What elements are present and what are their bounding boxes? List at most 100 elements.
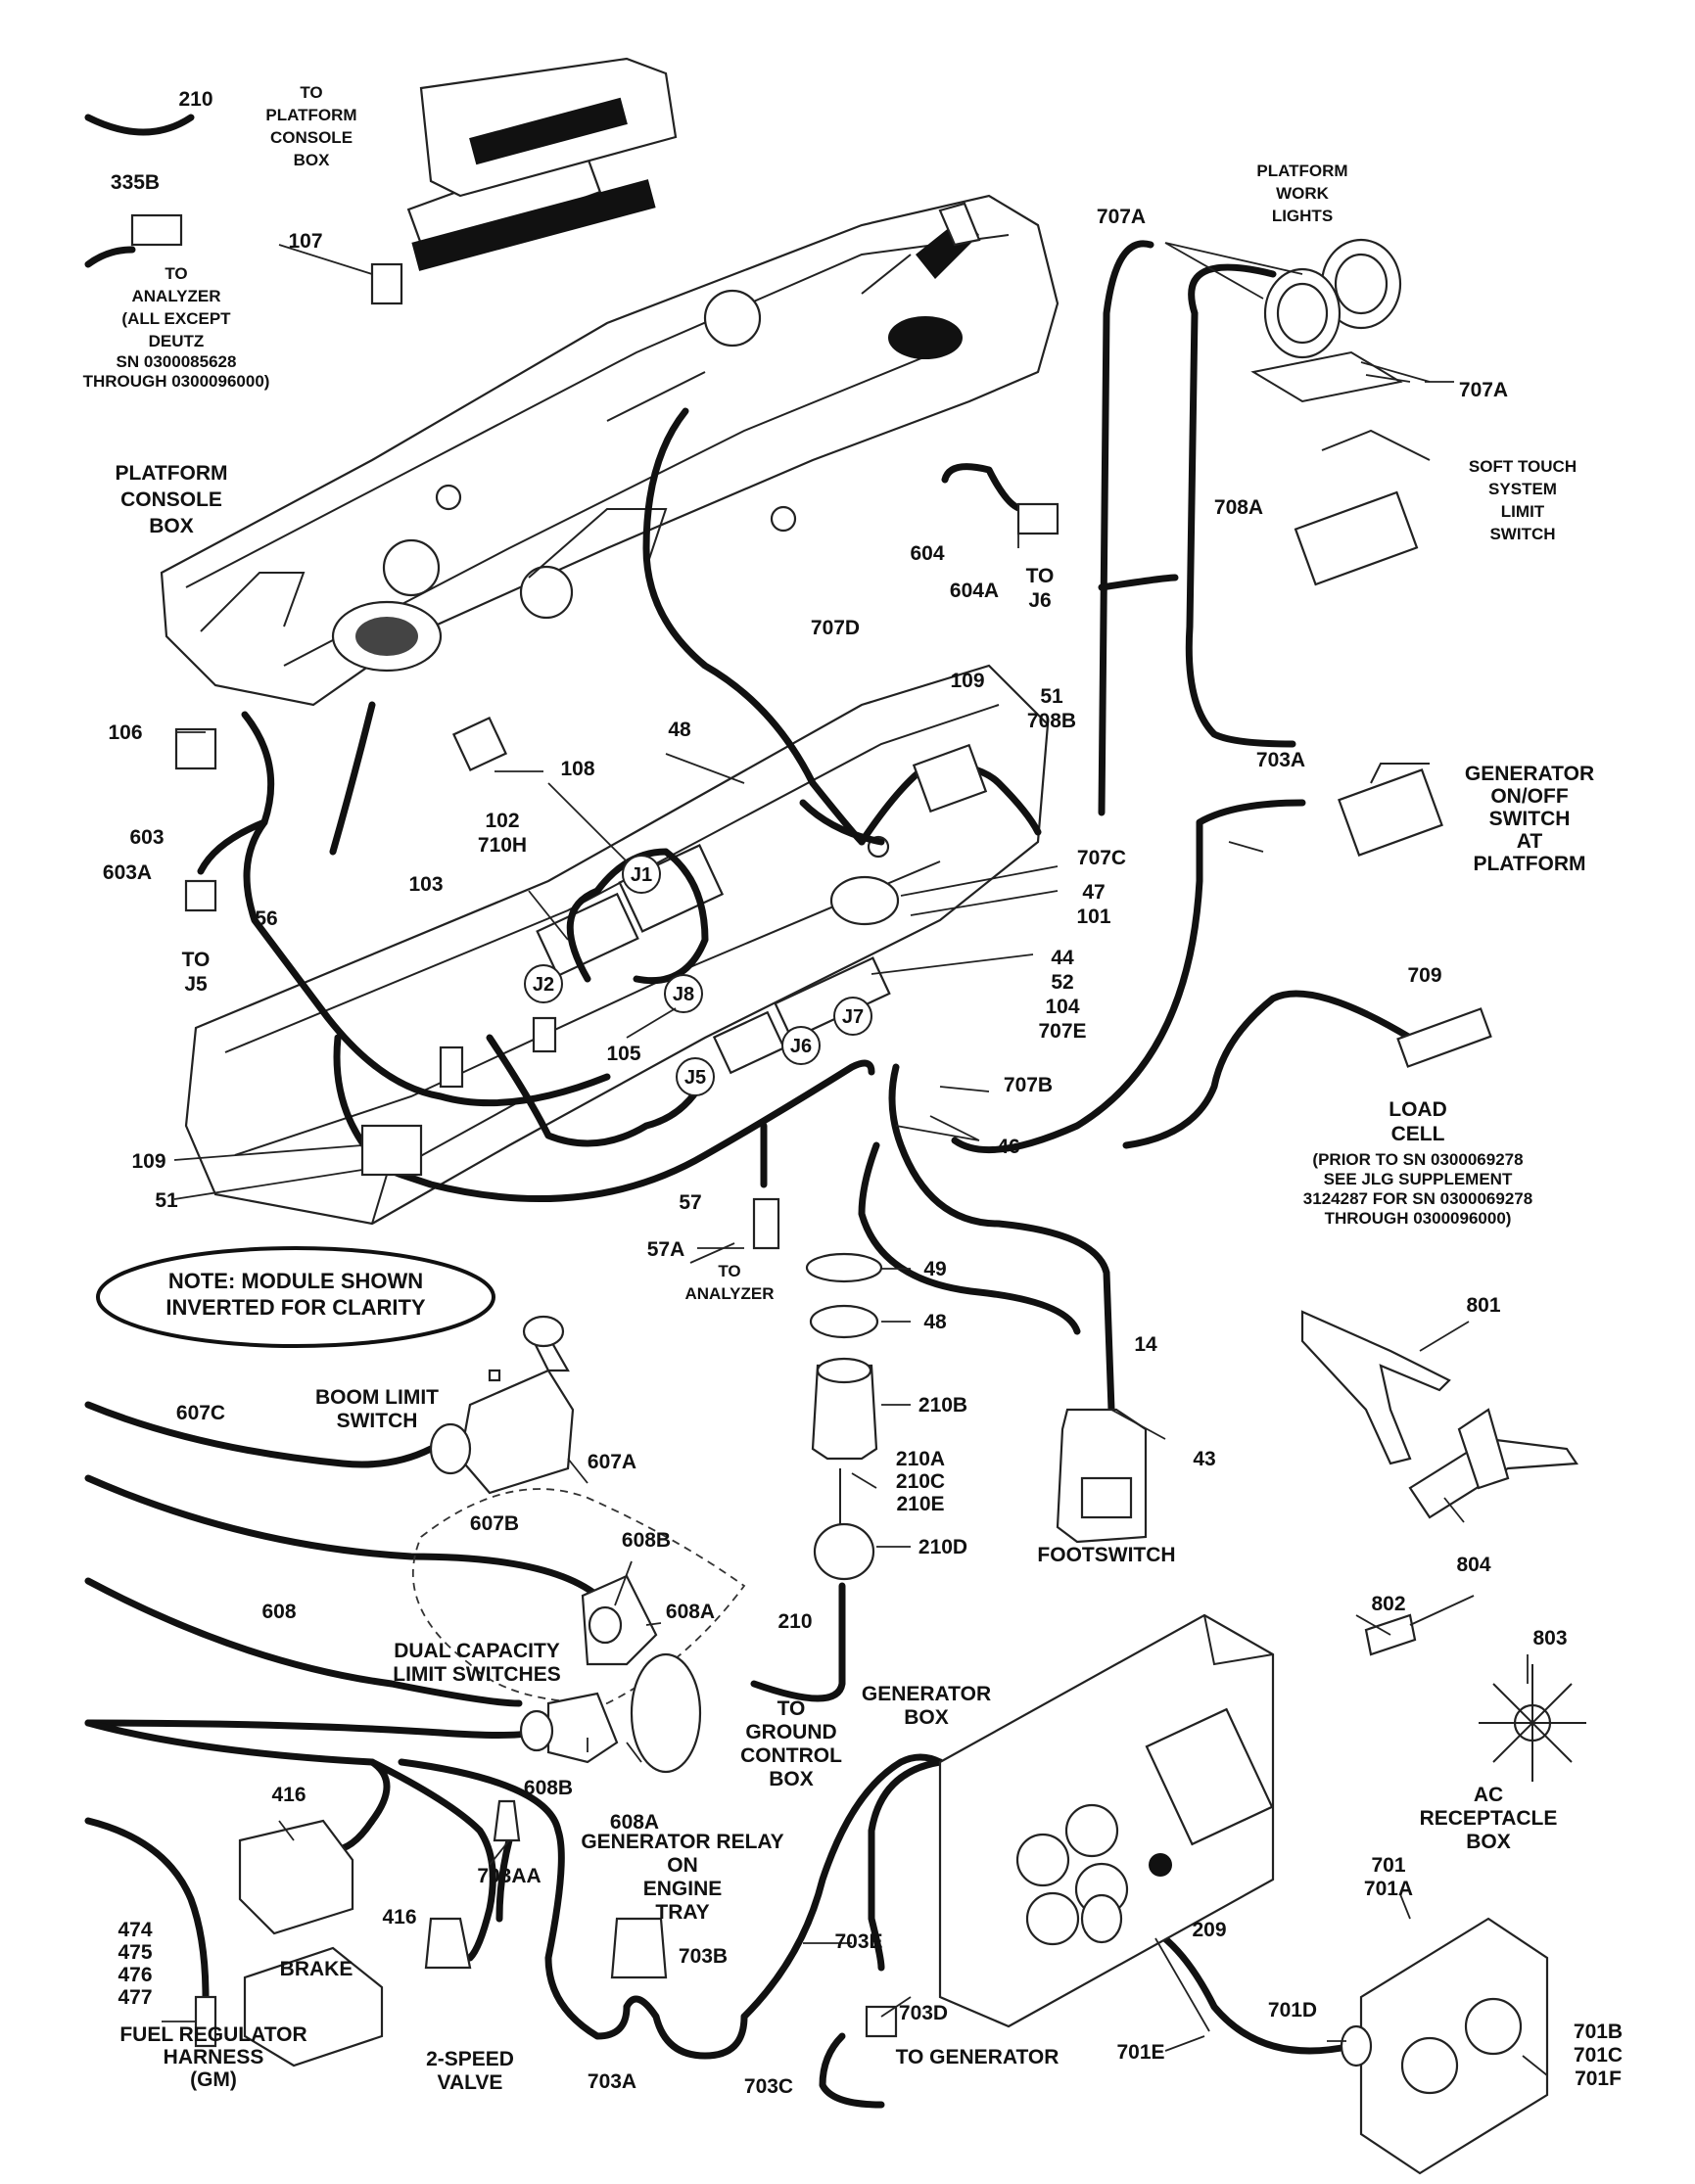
svg-text:BOX: BOX [294, 151, 331, 169]
label-608b-low: 608B [524, 1777, 573, 1799]
svg-text:LOAD: LOAD [1389, 1098, 1447, 1121]
label-416-low: 416 [382, 1906, 416, 1928]
svg-text:TO: TO [165, 264, 187, 283]
label-703a-right: 703A [1256, 749, 1305, 771]
svg-text:LIMIT SWITCHES: LIMIT SWITCHES [393, 1663, 561, 1686]
svg-text:102: 102 [485, 810, 519, 832]
jack-j8: J8 [664, 974, 703, 1013]
label-103: 103 [408, 873, 443, 896]
label-707a-top: 707A [1097, 206, 1146, 228]
svg-text:THROUGH 0300096000): THROUGH 0300096000) [83, 372, 270, 391]
svg-text:101: 101 [1076, 906, 1110, 928]
label-to-analyzer: TO ANALYZER [685, 1262, 775, 1303]
svg-text:ENGINE: ENGINE [643, 1878, 723, 1900]
label-to-generator: TO GENERATOR [896, 2046, 1059, 2068]
label-46: 46 [997, 1136, 1019, 1158]
label-703d: 703D [899, 2002, 948, 2024]
svg-text:SWITCH: SWITCH [1489, 808, 1571, 830]
label-474-475-476-477: 474 475 476 477 [118, 1919, 152, 2009]
jack-j2: J2 [524, 964, 563, 1003]
label-106: 106 [108, 721, 142, 744]
svg-text:CONSOLE: CONSOLE [120, 488, 222, 511]
label-51-bottom: 51 [155, 1189, 178, 1212]
label-209: 209 [1192, 1919, 1226, 1941]
callout-labels: 210 TO PLATFORM CONSOLE BOX 335B TO ANAL… [83, 83, 1624, 2098]
label-44-52-104-707e: 44 52 104 707E [1038, 947, 1086, 1043]
note-line2: INVERTED FOR CLARITY [165, 1295, 426, 1320]
svg-text:LIGHTS: LIGHTS [1272, 207, 1333, 225]
label-703a-low: 703A [588, 2070, 636, 2093]
svg-text:TRAY: TRAY [655, 1901, 709, 1924]
label-56: 56 [255, 907, 277, 930]
label-804: 804 [1456, 1554, 1490, 1576]
svg-text:VALVE: VALVE [438, 2071, 503, 2094]
svg-text:ANALYZER: ANALYZER [132, 287, 221, 305]
svg-text:PLATFORM: PLATFORM [115, 462, 227, 485]
svg-text:TO: TO [718, 1262, 740, 1280]
label-604a: 604A [950, 580, 999, 602]
svg-text:HARNESS: HARNESS [164, 2046, 264, 2068]
svg-text:THROUGH 0300096000): THROUGH 0300096000) [1325, 1209, 1512, 1228]
label-210d: 210D [918, 1536, 967, 1558]
label-102-710h: 102 710H [478, 810, 527, 857]
svg-text:FUEL REGULATOR: FUEL REGULATOR [119, 2023, 306, 2046]
label-607a: 607A [588, 1451, 636, 1473]
label-48-low: 48 [923, 1311, 947, 1333]
label-to-j5: TO J5 [182, 949, 211, 996]
svg-text:104: 104 [1045, 996, 1079, 1018]
svg-text:BOX: BOX [904, 1706, 949, 1729]
svg-text:708B: 708B [1027, 710, 1076, 732]
svg-text:DEUTZ: DEUTZ [149, 332, 205, 350]
svg-text:LIMIT: LIMIT [1501, 502, 1545, 521]
svg-text:J6: J6 [1028, 589, 1051, 612]
svg-text:51: 51 [1040, 685, 1063, 708]
label-701d: 701D [1268, 1999, 1317, 2021]
label-105: 105 [606, 1043, 640, 1065]
label-48-mid: 48 [668, 719, 691, 741]
svg-text:3124287 FOR SN 0300069278: 3124287 FOR SN 0300069278 [1303, 1189, 1532, 1208]
svg-text:47: 47 [1082, 881, 1105, 904]
svg-text:2-SPEED: 2-SPEED [426, 2048, 514, 2070]
label-57a: 57A [647, 1238, 685, 1261]
svg-text:SWITCH: SWITCH [337, 1410, 418, 1432]
svg-text:BOOM LIMIT: BOOM LIMIT [315, 1386, 439, 1409]
label-608a-top: 608A [666, 1601, 715, 1623]
label-107: 107 [288, 230, 322, 253]
svg-text:RECEPTACLE: RECEPTACLE [1420, 1807, 1558, 1830]
label-608b-top: 608B [622, 1529, 671, 1552]
svg-text:TO: TO [300, 83, 322, 102]
label-709: 709 [1407, 964, 1441, 987]
label-51-708b: 51 708B [1027, 685, 1076, 732]
label-109-top: 109 [950, 670, 984, 692]
svg-text:PLATFORM: PLATFORM [1256, 162, 1347, 180]
label-14: 14 [1134, 1333, 1157, 1356]
label-dual-capacity-switches: DUAL CAPACITY LIMIT SWITCHES [393, 1640, 561, 1686]
svg-text:ANALYZER: ANALYZER [685, 1284, 775, 1303]
note-rest: MODULE SHOWN [235, 1269, 423, 1293]
parts [130, 213, 1586, 2175]
label-703b: 703B [679, 1945, 728, 1968]
svg-text:477: 477 [118, 1986, 152, 2009]
label-108: 108 [560, 758, 594, 780]
label-803: 803 [1532, 1627, 1567, 1650]
svg-text:J5: J5 [184, 973, 208, 996]
label-to-ground-control-box: TO GROUND CONTROL BOX [740, 1697, 842, 1790]
label-703e: 703E [834, 1930, 882, 1953]
note-bold: NOTE: [168, 1269, 235, 1293]
svg-text:NOTE: MODULE SHOWN: NOTE: MODULE SHOWN [168, 1269, 423, 1293]
svg-text:52: 52 [1051, 971, 1073, 994]
svg-text:701: 701 [1371, 1854, 1405, 1877]
svg-text:CELL: CELL [1391, 1123, 1445, 1145]
svg-text:701C: 701C [1574, 2044, 1623, 2067]
jack-j7-label: J7 [842, 1006, 864, 1028]
svg-text:ON: ON [667, 1854, 698, 1877]
svg-text:GROUND: GROUND [745, 1721, 836, 1743]
svg-text:SYSTEM: SYSTEM [1488, 480, 1557, 498]
svg-text:475: 475 [118, 1941, 152, 1964]
svg-text:DUAL CAPACITY: DUAL CAPACITY [394, 1640, 560, 1662]
label-708a: 708A [1214, 496, 1263, 519]
svg-text:701B: 701B [1574, 2021, 1623, 2043]
svg-text:44: 44 [1051, 947, 1074, 969]
svg-text:701F: 701F [1575, 2068, 1622, 2090]
svg-text:GENERATOR RELAY: GENERATOR RELAY [581, 1831, 783, 1853]
